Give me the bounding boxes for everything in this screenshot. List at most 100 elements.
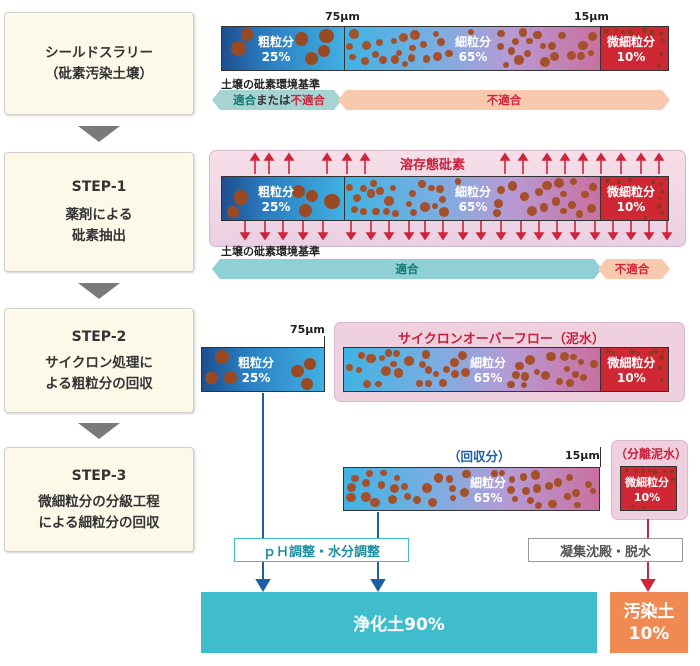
down-arrow-icon [78, 423, 120, 439]
soil-particle [382, 207, 390, 215]
size-marker-line [324, 336, 325, 348]
soil-particle [439, 207, 450, 217]
compliant-or-not-arrow [212, 90, 342, 110]
ultrafine-label: 微細粒分 10% [625, 475, 669, 505]
soil-particle [449, 485, 457, 493]
soil-particle [566, 474, 574, 482]
soil-particle [425, 366, 433, 374]
soil-particle [522, 486, 531, 495]
soil-particle [603, 29, 609, 34]
soil-particle [407, 53, 416, 62]
ultrafine-pct: 10% [616, 50, 646, 64]
soil-particle [376, 39, 383, 47]
soil-particle [497, 30, 505, 38]
soil-particle [226, 206, 239, 219]
up-arrows [249, 152, 665, 174]
size-label-15: 15μm [565, 449, 600, 462]
soil-particle [624, 468, 629, 472]
row1-right-judgement: 不適合 [486, 93, 522, 107]
coarse-pct: 25% [261, 50, 291, 64]
soil-particle [393, 474, 401, 482]
soil-particle [648, 468, 652, 473]
coagulation-box: 凝集沈殿・脱水 [528, 538, 683, 562]
step-line2: による細粒分の回収 [38, 514, 160, 531]
soil-particle [512, 38, 519, 45]
fine-segment: 細粒分 65% [344, 27, 600, 70]
soil-particle [417, 180, 426, 189]
soil-particle [651, 180, 656, 185]
down-arrow-icon [78, 126, 120, 142]
soil-particle [392, 209, 400, 217]
soil-particle [360, 184, 367, 192]
size-label-75: 75μm [325, 10, 360, 23]
soil-particle [366, 354, 376, 364]
soil-particle [520, 473, 528, 481]
soil-particle [361, 479, 370, 488]
soil-particle [360, 208, 367, 215]
soil-particle [431, 202, 439, 210]
ultrafine-pct: 10% [616, 200, 646, 214]
soil-particle [396, 49, 403, 56]
soil-particle [436, 37, 446, 47]
coarse-pct: 25% [241, 371, 271, 385]
soil-particle [621, 30, 625, 34]
soil-particle [627, 30, 633, 36]
down-arrow-icon [78, 283, 120, 299]
soil-particle [231, 40, 247, 57]
soil-particle [587, 49, 594, 56]
soil-particle [587, 31, 597, 41]
soil-particle [418, 361, 426, 369]
soil-particle [660, 349, 665, 354]
soil-particle [428, 497, 438, 507]
ultrafine-segment: 微細粒分 10% [600, 27, 668, 70]
soil-particle [570, 178, 578, 185]
fine-name: 細粒分 [470, 356, 507, 370]
soil-particle [445, 475, 454, 483]
soil-particle [306, 189, 319, 202]
soil-particle [662, 469, 667, 474]
soil-particle [542, 180, 552, 191]
soil-particle [508, 476, 516, 484]
ultrafine-name: 微細粒分 [607, 356, 656, 370]
coarse-label: 粗粒分 25% [238, 356, 274, 386]
soil-particle [422, 55, 431, 63]
soil-particle [390, 55, 400, 64]
soil-particle [630, 349, 635, 355]
soil-particle [498, 469, 506, 476]
soil-particle [398, 32, 409, 43]
soil-particle [570, 353, 577, 361]
soil-particle [654, 349, 659, 354]
soil-particle [530, 470, 541, 480]
soil-particle [365, 470, 373, 478]
soil-particle [432, 370, 440, 378]
soil-particle [378, 354, 386, 361]
soil-particle [349, 53, 356, 61]
soil-particle [521, 372, 530, 381]
ultrafine-sludge-bar: 微細粒分 10% [620, 466, 677, 511]
coarse-name: 粗粒分 [238, 356, 275, 370]
noncompliant-text: 不適合 [290, 93, 326, 107]
soil-particle [372, 207, 380, 215]
soil-particle [545, 351, 556, 362]
soil-particle [377, 481, 386, 489]
soil-particle [636, 351, 641, 356]
arsenic-release-arrows [239, 152, 673, 241]
step-box-step1: STEP-1 薬剤による 砒素抽出 [4, 152, 194, 272]
soil-particle [540, 42, 547, 50]
soil-particle [204, 371, 218, 385]
soil-particle [460, 368, 471, 378]
soil-particle [658, 52, 663, 57]
soil-particle [360, 56, 370, 66]
judgement-arrows-row1 [212, 90, 670, 110]
soil-particle [523, 49, 531, 57]
fine-segment: 細粒分 65% [344, 348, 601, 391]
soil-particle [358, 352, 365, 359]
soil-particle [409, 45, 416, 52]
recovered-label: （回収分） [448, 449, 511, 464]
soil-particle [303, 358, 316, 371]
soil-particle [511, 496, 518, 503]
ultrafine-segment: 微細粒分 10% [600, 348, 668, 391]
soil-particle [438, 195, 446, 204]
soil-bar-row2: 粗粒分 25% 細粒分 65% 微細粒分 10% [221, 176, 669, 221]
coarse-label: 粗粒分 25% [258, 185, 294, 215]
